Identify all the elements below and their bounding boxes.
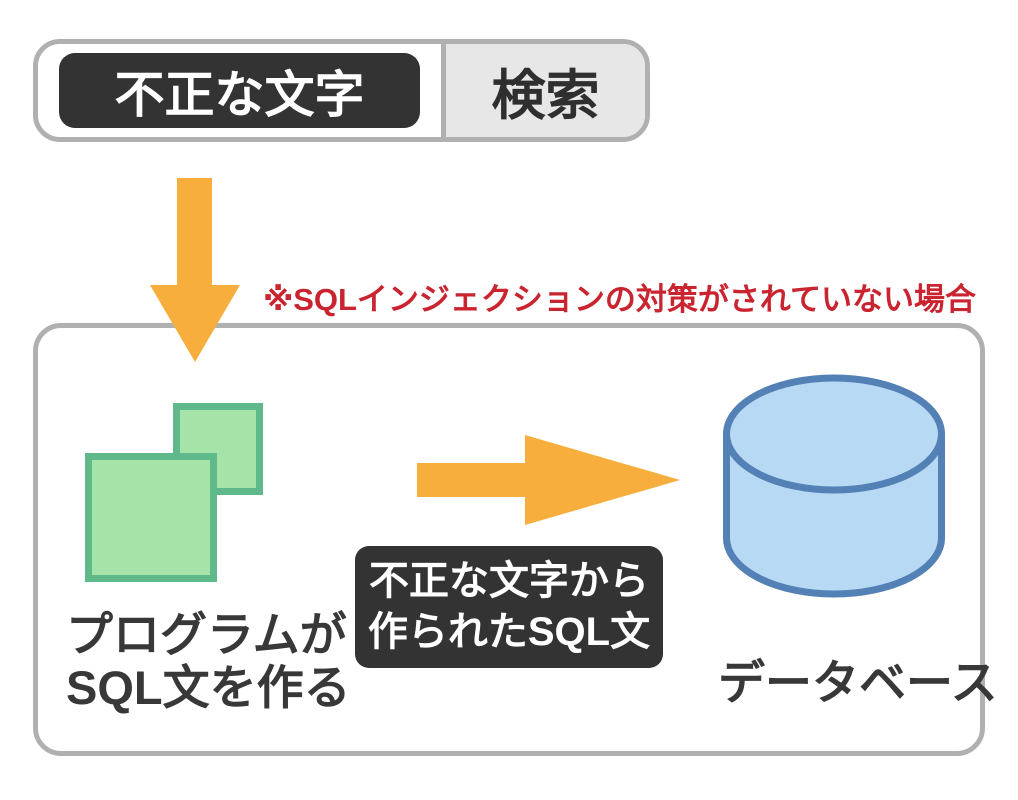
- program-icon: [85, 403, 263, 583]
- database-icon: [723, 374, 945, 598]
- search-bar: 不正な文字 検索: [33, 39, 650, 142]
- right-arrow-icon: [417, 435, 680, 525]
- down-arrow-icon: [150, 178, 240, 362]
- warning-note: ※SQLインジェクションの対策がされていない場合: [263, 282, 976, 317]
- program-label-line2: SQL文を作る: [66, 661, 351, 714]
- search-button[interactable]: 検索: [441, 44, 645, 137]
- program-label-line1: プログラムが: [66, 608, 347, 661]
- search-input-area: 不正な文字: [38, 44, 441, 137]
- sql-statement-line2: 作られたSQL文: [367, 610, 651, 654]
- sql-statement-line1: 不正な文字から: [369, 559, 649, 603]
- program-square-front: [85, 453, 217, 582]
- database-label: データベース: [718, 656, 998, 709]
- program-label: プログラムが SQL文を作る: [66, 608, 351, 714]
- search-input[interactable]: 不正な文字: [59, 53, 420, 128]
- sql-statement-box: 不正な文字から 作られたSQL文: [355, 546, 663, 668]
